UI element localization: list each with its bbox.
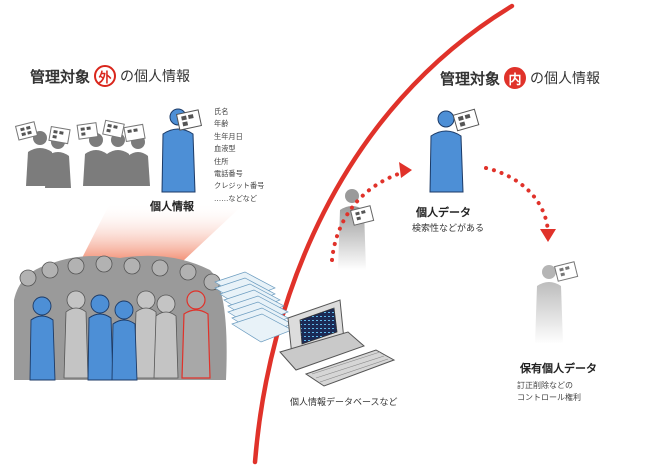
retained-data-title: 保有個人データ: [520, 362, 597, 375]
personal-info-label: 個人情報: [150, 200, 194, 213]
info-field: ……などなど: [214, 193, 257, 203]
focus-beam: [80, 203, 245, 262]
retained-data-desc-1: 訂正削除などの: [517, 381, 573, 390]
info-field: クレジット番号: [214, 181, 265, 191]
retained-data-person-icon: [535, 261, 579, 344]
gray-person-icon: [76, 122, 109, 186]
gray-person-icon: [123, 123, 150, 186]
personal-data-person-icon: [429, 108, 480, 193]
info-field: 氏名: [214, 107, 229, 116]
outside-heading-left: 管理対象: [30, 67, 91, 86]
gray-person-icon: [102, 119, 131, 186]
info-field: 血液型: [214, 144, 236, 154]
blue-person-icon: [161, 108, 203, 193]
arrowhead-icon: [540, 229, 556, 242]
info-field: 年齢: [214, 119, 229, 129]
inside-heading-right: の個人情報: [530, 71, 601, 87]
outside-heading: 管理対象 外 の個人情報: [30, 65, 190, 87]
computer-icon: [279, 299, 396, 387]
arrowhead-icon: [399, 162, 412, 178]
gray-person-icon: [45, 125, 71, 188]
info-field: 住所: [214, 156, 229, 166]
retained-data-desc-2: コントロール権利: [517, 393, 581, 402]
personal-data-title: 個人データ: [416, 206, 471, 219]
gray-people-group: [14, 119, 150, 188]
inside-heading: 管理対象 内 の個人情報: [440, 67, 600, 89]
info-field: 電話番号: [214, 169, 243, 179]
info-field: 生年月日: [214, 131, 243, 141]
document-stack: [214, 271, 293, 343]
flow-arrow-to-data: [330, 170, 406, 262]
boundary-curve: [252, 3, 515, 465]
inside-heading-left: 管理対象: [440, 69, 501, 88]
outside-heading-right: の個人情報: [120, 69, 191, 85]
personal-info-field-list: 氏名 年齢 生年月日 血液型 住所 電話番号 クレジット番号 ……などなど: [214, 106, 264, 205]
flow-arrow-to-retained: [484, 166, 550, 234]
personal-data-desc: 検索性などがある: [412, 224, 485, 234]
database-label: 個人情報データベースなど: [290, 398, 398, 408]
inside-circle-badge: 内: [504, 67, 527, 89]
outside-circle-badge: 外: [94, 65, 117, 87]
crowd-group: [14, 255, 227, 381]
